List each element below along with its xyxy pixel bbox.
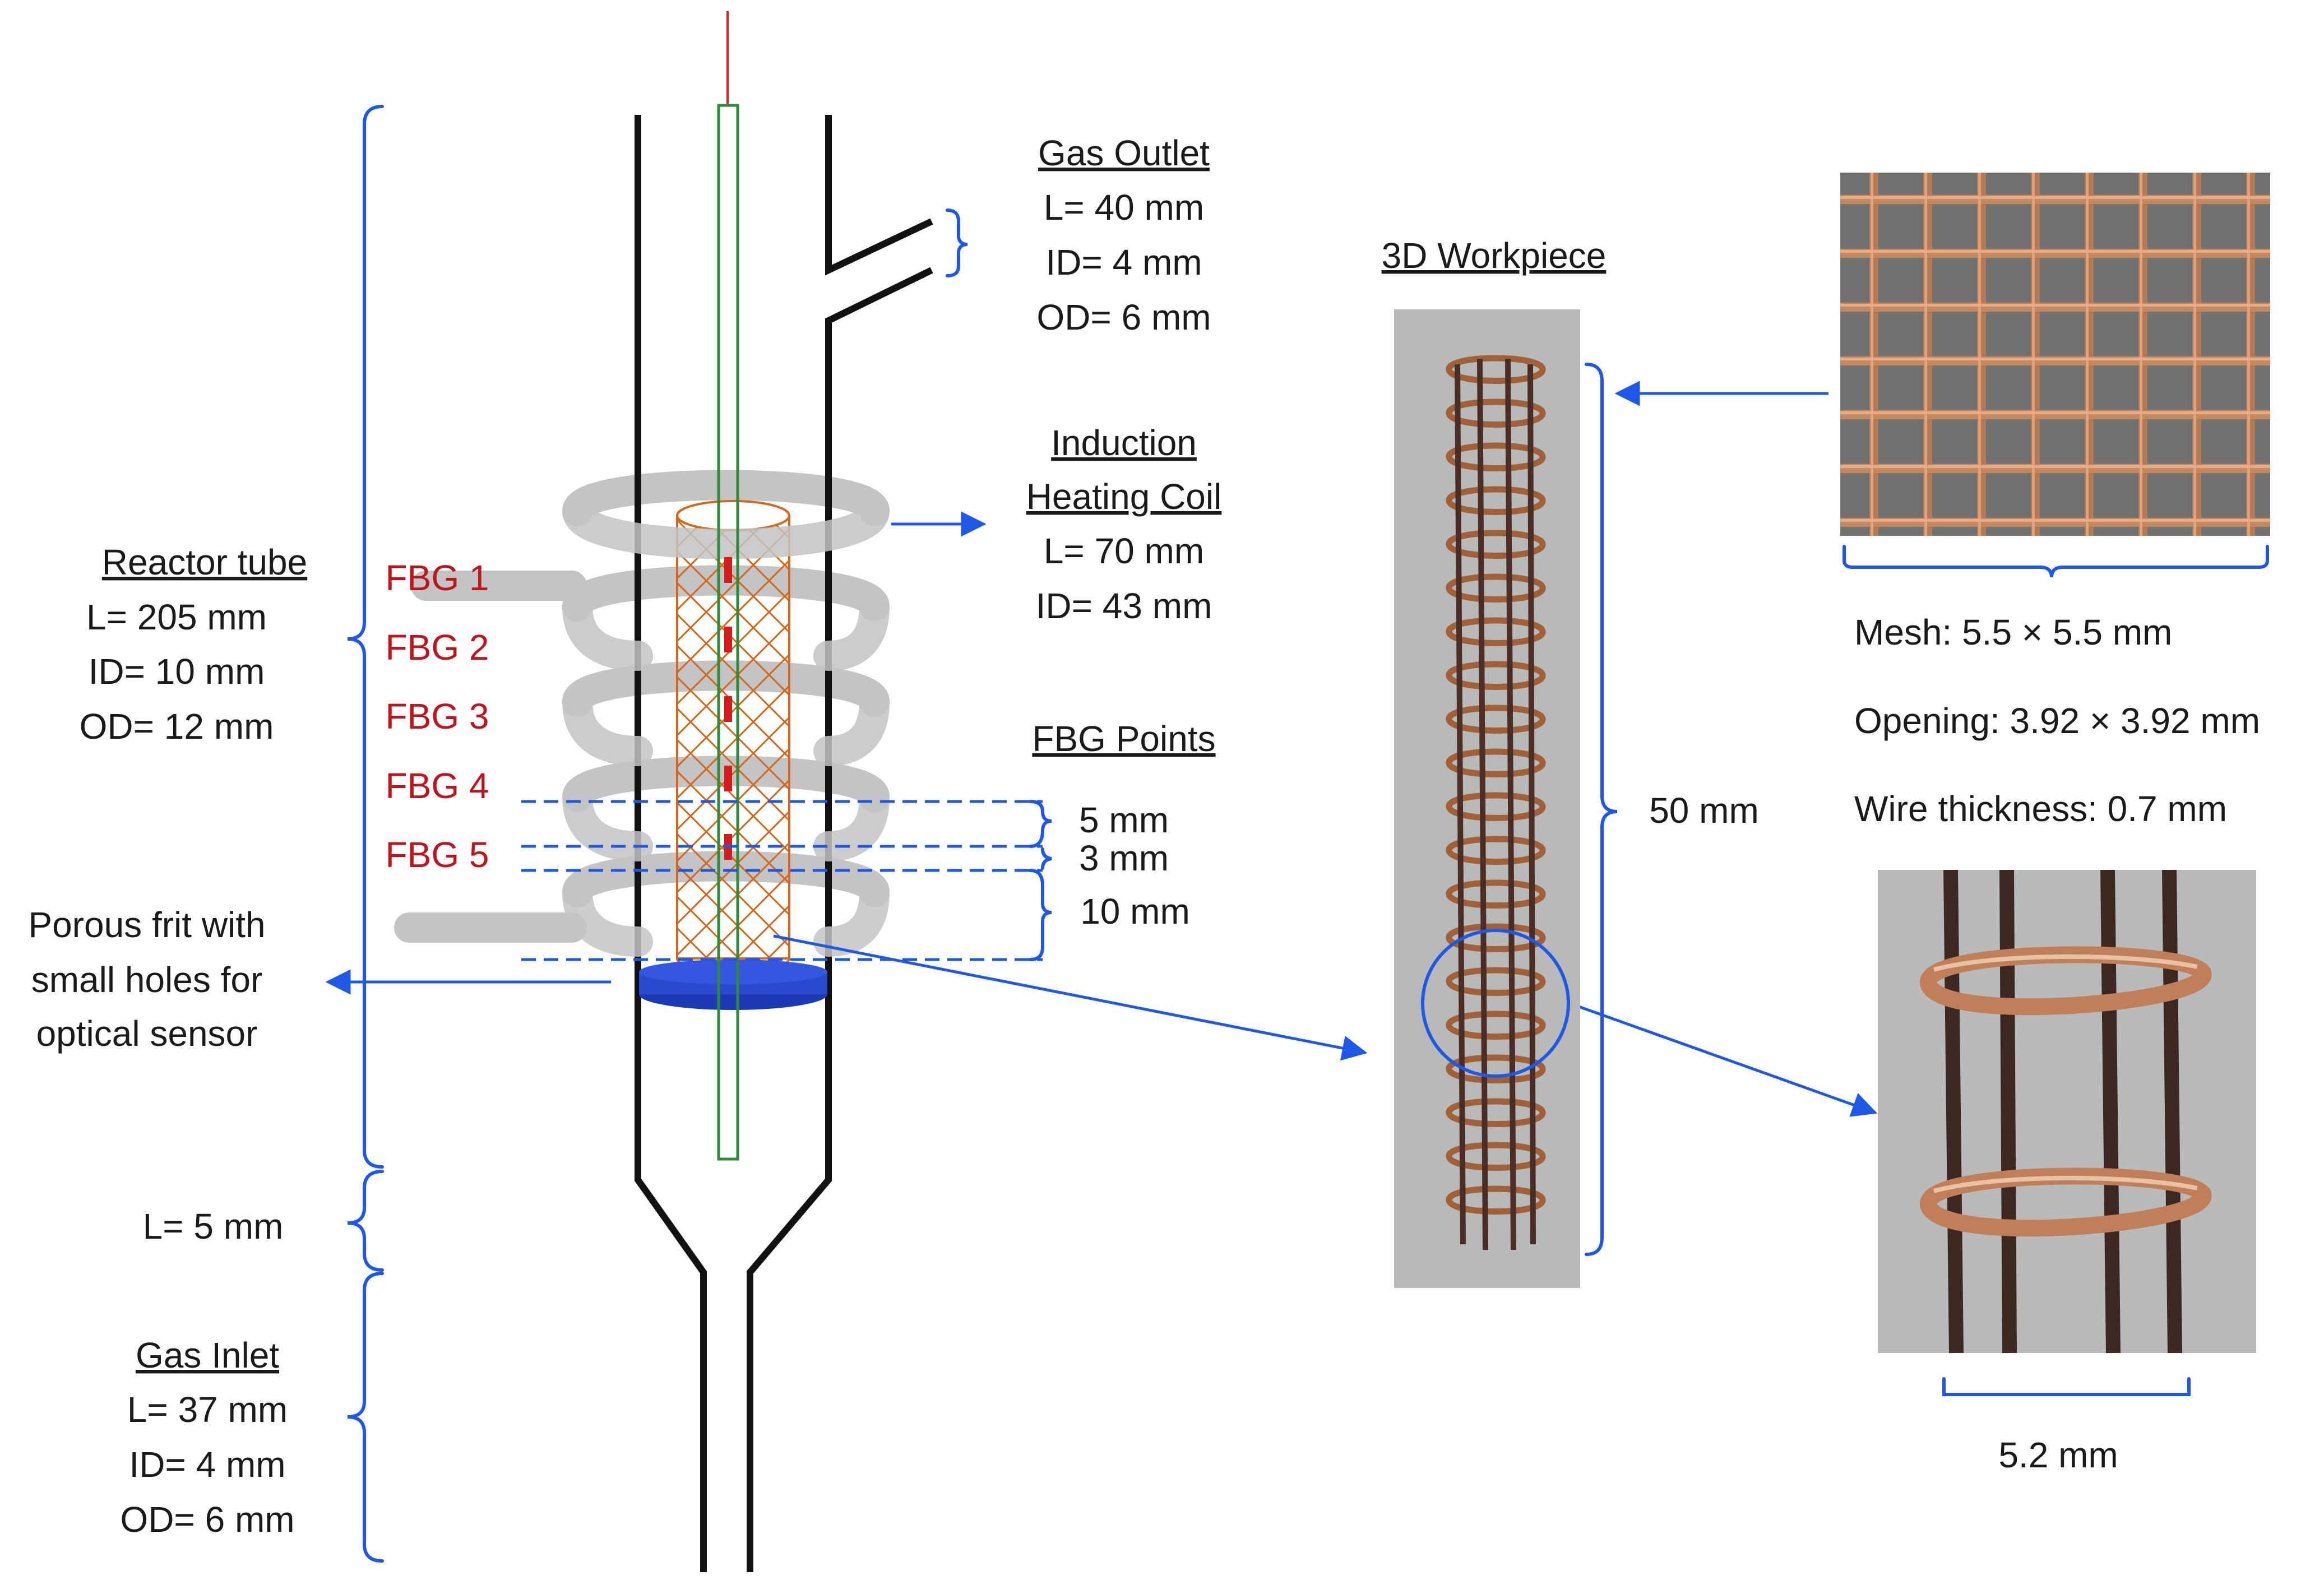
fbg-label-3: FBG 3 <box>386 696 489 736</box>
frit-label-line3: optical sensor <box>36 1013 258 1054</box>
workpiece-photo <box>1394 309 1580 1288</box>
workpiece-length: 50 mm <box>1649 790 1759 831</box>
workpiece-coil-turn <box>1446 1098 1546 1127</box>
coil-length: L= 70 mm <box>1044 531 1204 571</box>
gas-inlet-length: L= 37 mm <box>127 1389 288 1430</box>
workpiece-coil-turn <box>1446 792 1546 821</box>
workpiece-coil-turn <box>1446 530 1546 559</box>
workpiece-coil-turn <box>1446 1142 1546 1171</box>
workpiece-coil-turn <box>1446 442 1546 471</box>
coil-id: ID= 43 mm <box>1036 586 1212 626</box>
coil-title-line2: Heating Coil <box>1026 476 1222 517</box>
fbg-spacing-10mm: 10 mm <box>1080 891 1190 932</box>
workpiece-coil-turn <box>1446 661 1546 690</box>
detail-arrow <box>1569 1002 1878 1117</box>
gas-outlet-id: ID= 4 mm <box>1045 242 1202 282</box>
annotation-arrows <box>325 381 1878 1117</box>
fbg-label-1: FBG 1 <box>386 558 489 598</box>
workpiece-coil-turn <box>1446 967 1546 996</box>
fbg-marker-2 <box>724 627 732 652</box>
fbg-points-title: FBG Points <box>1032 719 1215 759</box>
annotation-brackets <box>347 105 2269 1563</box>
workpiece-arrow <box>773 934 1368 1061</box>
induction-coil-front <box>562 496 890 957</box>
gas-outlet-od: OD= 6 mm <box>1036 297 1211 337</box>
workpiece-coil-turn <box>1446 748 1546 777</box>
fbg-marker-1 <box>724 557 732 583</box>
fbg-reference-lines <box>521 800 1043 961</box>
reactor-tube-id: ID= 10 mm <box>89 651 265 692</box>
detail-photo <box>1878 869 2256 1354</box>
workpiece-coil-turn <box>1446 617 1546 646</box>
detail-highlight-circle <box>1421 929 1570 1078</box>
fbg-label-4: FBG 4 <box>386 766 489 806</box>
mesh-photo <box>1840 173 2270 536</box>
workpiece-coil-turn <box>1446 573 1546 603</box>
workpiece-coil-turn <box>1446 1185 1546 1215</box>
detail-width: 5.2 mm <box>1998 1435 2118 1475</box>
fbg-spacing-3mm: 3 mm <box>1079 838 1169 878</box>
workpiece-coil-turn <box>1446 836 1546 865</box>
fbg-markers <box>724 557 732 860</box>
mesh-wire-thickness: Wire thickness: 0.7 mm <box>1854 789 2227 829</box>
fbg-marker-4 <box>724 766 732 791</box>
workpiece-coil-turn <box>1446 879 1546 909</box>
reactor-tube-title: Reactor tube <box>102 542 307 582</box>
porous-frit <box>639 960 827 1010</box>
fbg-spacing-5mm: 5 mm <box>1079 800 1169 840</box>
gas-inlet-title: Gas Inlet <box>136 1335 279 1375</box>
frit-label-line1: Porous frit with <box>28 905 265 945</box>
coil-title-line1: Induction <box>1051 423 1197 463</box>
fbg-label-5: FBG 5 <box>386 835 489 875</box>
fbg-label-2: FBG 2 <box>386 627 489 668</box>
mesh-size: Mesh: 5.5 × 5.5 mm <box>1854 612 2172 652</box>
taper-length: L= 5 mm <box>143 1206 284 1247</box>
workpiece-coil-turn <box>1446 486 1546 515</box>
mesh-opening: Opening: 3.92 × 3.92 mm <box>1854 701 2260 741</box>
fbg-marker-3 <box>724 696 732 722</box>
workpiece-coil-turn <box>1446 399 1546 428</box>
workpiece-title: 3D Workpiece <box>1382 235 1607 276</box>
gas-inlet-od: OD= 6 mm <box>120 1499 294 1540</box>
gas-outlet-title: Gas Outlet <box>1038 133 1210 173</box>
reactor-tube-od: OD= 12 mm <box>80 706 274 747</box>
workpiece-cylinder <box>676 500 790 973</box>
gas-inlet-id: ID= 4 mm <box>129 1444 285 1485</box>
workpiece-coil-turn <box>1446 1054 1546 1083</box>
optical-fiber <box>717 104 739 1161</box>
workpiece-coil-turn <box>1446 355 1546 384</box>
workpiece-coil-turn <box>1446 1011 1546 1040</box>
frit-label-line2: small holes for <box>31 960 263 1000</box>
workpiece-coil-turn <box>1446 705 1546 734</box>
reactor-tube-length: L= 205 mm <box>86 597 267 637</box>
gas-outlet-length: L= 40 mm <box>1044 187 1204 228</box>
workpiece-coil-turn <box>1446 923 1546 952</box>
